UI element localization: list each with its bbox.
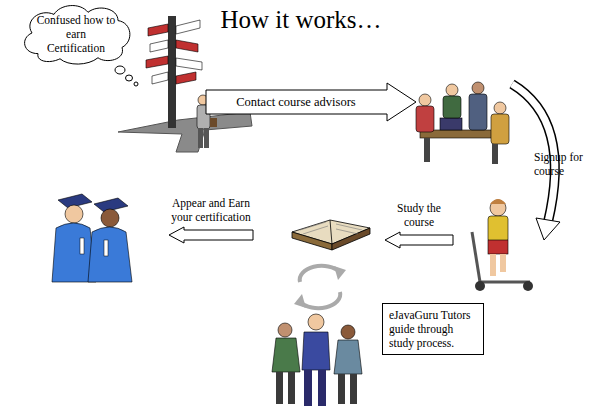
thought-cloud: Confused how to earn Certification — [18, 2, 134, 66]
node-text: eJavaGuru Tutors guide through study pro… — [389, 308, 477, 350]
node-text: Confused how to earn Certification — [36, 13, 116, 55]
node-text: Study the course — [384, 201, 454, 229]
arrow-text-block: Study the course — [384, 201, 454, 229]
arrow-shape: Appear and Earn your certification — [168, 196, 254, 244]
arrow-text-block: Appear and Earn your certification — [168, 196, 254, 224]
arrow-shape: Contact course advisors — [205, 82, 417, 122]
arrow-outline — [168, 226, 254, 244]
node-text: Appear and Earn your certification — [168, 196, 254, 224]
cloud-text-area: Confused how to earn Certification — [18, 2, 134, 66]
step-label: Signup for course — [534, 150, 596, 178]
arrow-shape: Study the course — [384, 201, 454, 249]
node-text: Contact course advisors — [236, 95, 355, 110]
arrow-outline — [384, 231, 454, 249]
arrow-text-area: Contact course advisors — [209, 82, 383, 122]
cloud-text-block: Confused how to earn Certification — [36, 13, 116, 55]
note-box: eJavaGuru Tutors guide through study pro… — [382, 303, 484, 355]
